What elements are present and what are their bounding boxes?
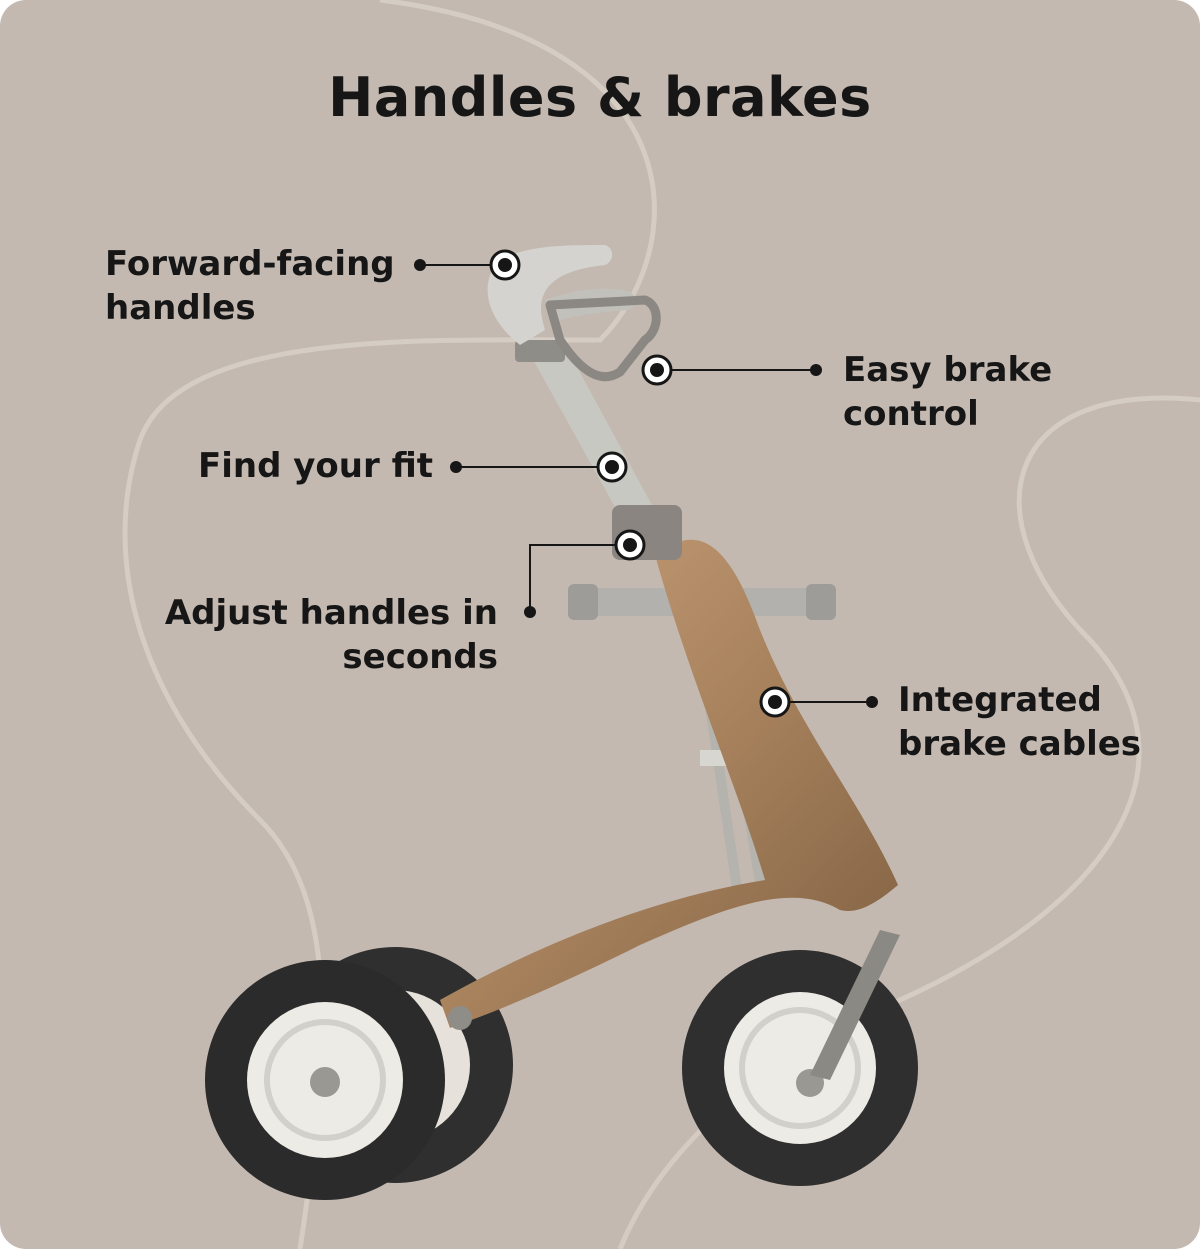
callout-line: Find your fit [198,446,434,486]
callout-line: Easy brake [843,350,1053,390]
callout-integrated-brake-cables: Integrated brake cables [898,678,1141,766]
callout-line: Integrated [898,680,1102,720]
callout-line: control [843,394,979,434]
callout-find-your-fit: Find your fit [198,444,433,488]
callout-line: brake cables [898,724,1142,764]
callout-line: Forward-facing [105,244,395,284]
page-title: Handles & brakes [328,66,872,129]
callout-forward-facing-handles: Forward-facing handles [105,242,395,330]
callout-end-dots [414,259,878,708]
callout-line: Adjust handles in [164,593,498,633]
callout-adjust-handles: Adjust handles in seconds [165,591,498,679]
main-frame [440,539,898,1028]
callout-easy-brake-control: Easy brake control [843,348,1052,436]
front-wheel [682,930,918,1186]
callout-markers [489,249,791,718]
callout-lines [420,264,872,703]
callout-line: seconds [342,637,498,677]
rear-wheel-front [205,960,472,1200]
callout-line: handles [105,288,256,328]
